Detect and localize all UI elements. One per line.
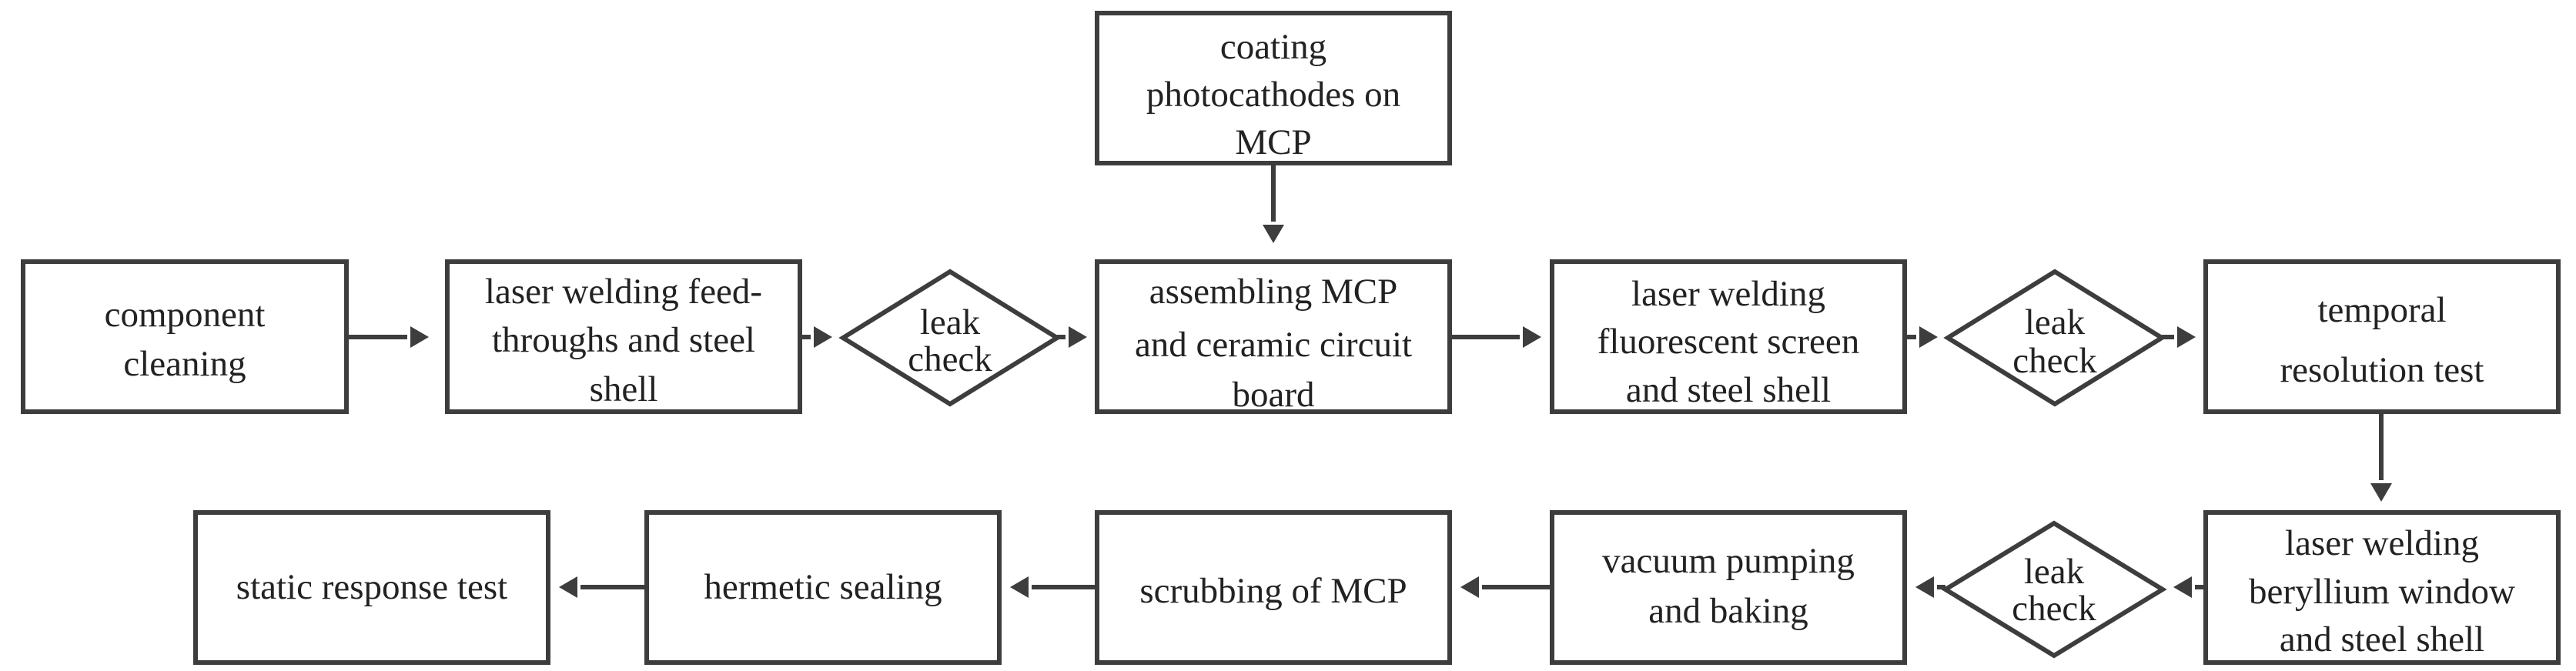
arrowhead-icon xyxy=(1010,576,1029,598)
process-box xyxy=(21,259,349,414)
node-label-line: check xyxy=(2012,589,2096,629)
node-label-line: coating xyxy=(1220,27,1326,67)
node-label-line: check xyxy=(2012,341,2097,381)
decision-diamond xyxy=(1943,269,2166,407)
process-box xyxy=(1095,259,1452,414)
node-label-line: photocathodes on xyxy=(1146,75,1400,115)
process-node-hermetic: hermetic sealing xyxy=(644,510,1002,665)
edge-fluorescent-to-leak2 xyxy=(1905,326,1938,348)
node-label-line: leak xyxy=(2025,302,2086,342)
node-label-line: beryllium window xyxy=(2249,572,2515,612)
edge-coating-to-assembling xyxy=(1263,163,1284,243)
edge-leak1-to-assembling xyxy=(1057,326,1087,348)
node-label-line: hermetic sealing xyxy=(704,567,942,607)
node-label-line: component xyxy=(105,295,266,335)
node-label-line: temporal xyxy=(2317,290,2446,330)
decision-diamond xyxy=(1941,520,2167,659)
edge-feedthroughs-to-leak1 xyxy=(800,326,832,348)
node-label-line: and baking xyxy=(1648,591,1808,631)
node-label-line: resolution test xyxy=(2280,350,2484,390)
arrowhead-icon xyxy=(559,576,577,598)
edge-beryllium-to-leak3 xyxy=(2173,576,2206,598)
process-box xyxy=(1095,11,1452,165)
process-box xyxy=(2203,510,2561,665)
arrowhead-icon xyxy=(2370,483,2392,502)
edge-cleaning-to-feedthroughs xyxy=(346,326,429,348)
node-label-line: and steel shell xyxy=(1626,370,1831,410)
edge-leak3-to-vacuum xyxy=(1915,576,1945,598)
arrowhead-icon xyxy=(1069,326,1087,348)
arrowhead-icon xyxy=(1263,225,1284,243)
arrowhead-icon xyxy=(2177,326,2196,348)
node-label-line: laser welding feed- xyxy=(485,272,762,312)
edge-leak2-to-temporal xyxy=(2162,326,2196,348)
node-label-line: laser welding xyxy=(2285,523,2479,563)
arrowhead-icon xyxy=(1460,576,1479,598)
process-node-scrubbing: scrubbing of MCP xyxy=(1095,510,1452,665)
process-node-vacuum: vacuum pumping and baking xyxy=(1550,510,1907,665)
process-node-coating: coating photocathodes on MCP xyxy=(1095,11,1452,165)
node-label-line: throughs and steel xyxy=(492,320,755,360)
process-nodes: coating photocathodes on MCP component clean… xyxy=(21,11,2561,665)
edge-vacuum-to-scrubbing xyxy=(1460,576,1552,598)
process-node-fluorescent: laser welding fluorescent screen and steel… xyxy=(1550,259,1907,414)
node-label-line: and ceramic circuit xyxy=(1135,325,1412,365)
process-box xyxy=(644,510,1002,665)
arrowhead-icon xyxy=(1915,576,1934,598)
node-label-line: check xyxy=(908,339,992,379)
process-node-beryllium: laser welding beryllium window and steel s… xyxy=(2203,510,2561,665)
node-label-line: leak xyxy=(920,302,981,342)
arrowhead-icon xyxy=(1919,326,1938,348)
process-box xyxy=(445,259,802,414)
arrowhead-icon xyxy=(2173,576,2192,598)
node-label-line: shell xyxy=(590,369,658,409)
node-label-line: assembling MCP xyxy=(1149,272,1398,312)
process-node-assembling: assembling MCP and ceramic circuit board xyxy=(1095,259,1452,415)
decision-diamond xyxy=(838,269,1062,407)
edge-hermetic-to-static xyxy=(559,576,647,598)
node-label-line: scrubbing of MCP xyxy=(1139,571,1407,611)
process-node-feedthroughs: laser welding feed-throughs and steel she… xyxy=(445,259,802,414)
arrowhead-icon xyxy=(410,326,429,348)
arrowhead-icon xyxy=(1523,326,1541,348)
process-node-temporal: temporal resolution test xyxy=(2203,259,2561,414)
arrowhead-icon xyxy=(814,326,832,348)
node-label-line: MCP xyxy=(1235,122,1311,162)
process-node-cleaning: component cleaning xyxy=(21,259,349,414)
node-label-line: vacuum pumping xyxy=(1602,541,1855,581)
process-box xyxy=(2203,259,2561,414)
node-label-line: and steel shell xyxy=(2280,619,2484,659)
edge-temporal-to-beryllium xyxy=(2370,412,2392,502)
process-box xyxy=(1550,510,1907,665)
node-label-line: laser welding xyxy=(1631,274,1825,314)
process-node-static: static response test xyxy=(193,510,550,665)
node-label-line: board xyxy=(1232,375,1314,415)
edge-scrubbing-to-hermetic xyxy=(1010,576,1097,598)
node-label-line: cleaning xyxy=(123,344,246,384)
process-box xyxy=(1550,259,1907,414)
node-label-line: static response test xyxy=(236,567,507,607)
process-box xyxy=(1095,510,1452,665)
connectors xyxy=(346,163,2392,598)
process-box xyxy=(193,510,550,665)
node-label-line: fluorescent screen xyxy=(1597,322,1860,362)
edge-assembling-to-fluorescent xyxy=(1450,326,1541,348)
node-label-line: leak xyxy=(2024,552,2085,592)
